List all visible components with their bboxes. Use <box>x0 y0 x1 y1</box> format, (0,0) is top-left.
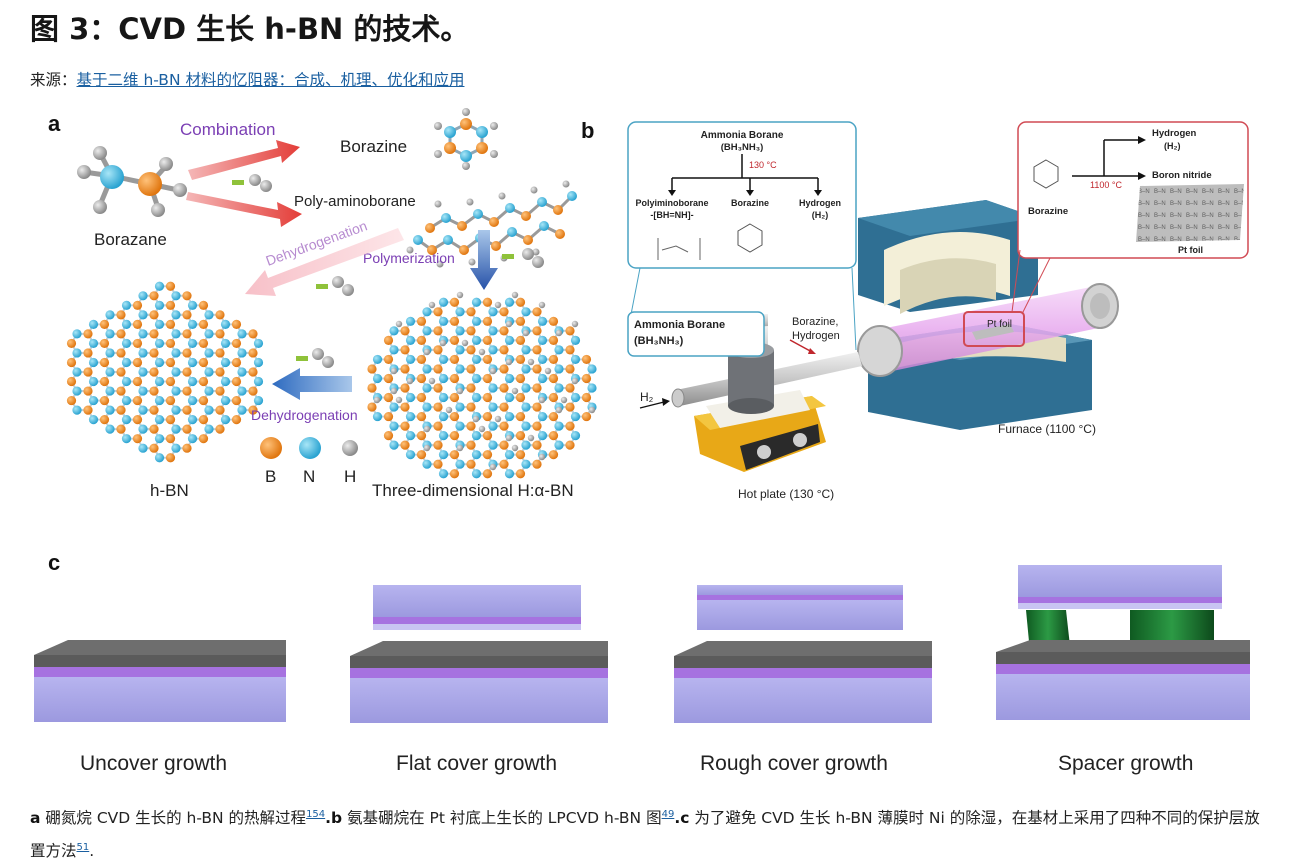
caption-end: . <box>89 842 95 861</box>
figure-caption: a 硼氮烷 CVD 生长的 h-BN 的热解过程154.b 氨基硼烷在 Pt 衬… <box>30 800 1275 866</box>
caption-flat-cover: Flat cover growth <box>396 752 557 775</box>
ab-box-formula: (BH₃NH₃) <box>634 335 684 347</box>
temp-1100: 1100 °C <box>1090 180 1122 190</box>
dehydrogenation-arrow-top <box>245 228 404 296</box>
borazane-label: Borazane <box>94 230 167 249</box>
combination-label: Combination <box>180 120 275 139</box>
caption-rough-cover: Rough cover growth <box>700 752 888 775</box>
borazine-product: Borazine <box>731 198 769 208</box>
borazine-label: Borazine <box>340 137 407 156</box>
legend-n: N <box>303 467 315 486</box>
right-h2: (H₂) <box>1164 141 1181 151</box>
right-hydrogen: Hydrogen <box>1152 128 1197 139</box>
ref-49[interactable]: 49 <box>661 809 675 820</box>
caption-uncover: Uncover growth <box>80 752 227 775</box>
three-dimensional-bn-lattice <box>367 291 597 479</box>
borazine-molecule <box>434 108 498 170</box>
borazine-flow-label: Borazine, <box>792 316 838 328</box>
ref-154[interactable]: 154 <box>306 809 326 820</box>
caption-a-label: a <box>30 809 41 828</box>
ref-51[interactable]: 51 <box>76 842 90 854</box>
hbn-label: h-BN <box>150 481 189 500</box>
panel-b-label: b <box>581 118 594 143</box>
source-link[interactable]: 基于二维 h-BN 材料的忆阻器：合成、机理、优化和应用 <box>76 71 465 89</box>
borazane-molecule <box>77 146 187 217</box>
nitrogen-legend-icon <box>299 437 321 459</box>
legend-b: B <box>265 467 276 486</box>
right-borazine: Borazine <box>1028 206 1068 217</box>
panel-c-label: c <box>48 550 60 575</box>
pt-foil-scheme-box: Borazine 1100 °C Hydrogen (H₂) Boron nit… <box>1017 121 1249 259</box>
panel-b: b Pt foil <box>581 118 1249 501</box>
ab-title: Ammonia Borane <box>701 130 784 141</box>
ab-box-title: Ammonia Borane <box>634 319 725 331</box>
caption-b-text: 氨基硼烷在 Pt 衬底上生长的 LPCVD h-BN 图 <box>342 809 662 828</box>
furnace-label: Furnace (1100 °C) <box>998 422 1096 436</box>
minus-h2-sign <box>232 180 244 185</box>
figure-3: B–N a Borazane Combination <box>34 108 1250 775</box>
polymerization-label: Polymerization <box>363 250 455 266</box>
polymerization-arrow <box>470 230 498 290</box>
hydrogen-flow-label: Hydrogen <box>792 330 840 342</box>
rough-cover-growth-diagram <box>674 585 932 723</box>
hbn-lattice <box>66 281 264 463</box>
uncover-growth-diagram <box>34 640 286 722</box>
hydrogen-legend-icon <box>342 440 358 456</box>
legend-h: H <box>344 467 356 486</box>
polyimino-formula: -[BH=NH]- <box>650 210 693 220</box>
hydrogen-product: Hydrogen <box>799 198 841 208</box>
polyimino-label: Polyiminoborane <box>635 198 708 208</box>
polyaminoborane-label: Poly-aminoborane <box>294 193 416 210</box>
reaction-scheme-box: Ammonia Borane (BH₃NH₃) 130 °C Polyimino… <box>627 121 857 269</box>
source-line: 来源：基于二维 h-BN 材料的忆阻器：合成、机理、优化和应用 <box>30 68 464 90</box>
caption-c-text: 为了避免 CVD 生长 h-BN 薄膜时 Ni 的除湿，在基材上采用了四种不同的… <box>30 809 1260 861</box>
temp-130: 130 °C <box>749 160 777 170</box>
panel-c: c Uncover growth Flat cover growth <box>34 550 1250 775</box>
page-title: 图 3：CVD 生长 h-BN 的技术。 <box>30 12 470 46</box>
three-dimensional-label: Three-dimensional H:α-BN <box>372 481 574 500</box>
pt-foil-label: Pt foil <box>1178 245 1203 255</box>
source-prefix: 来源： <box>30 71 77 89</box>
boron-nitride-label: Boron nitride <box>1152 170 1212 181</box>
quartz-tube: Pt foil <box>857 283 1119 377</box>
hydrogen-formula: (H₂) <box>812 210 829 220</box>
combination-arrows <box>186 140 302 227</box>
tube-pt-foil-label: Pt foil <box>987 319 1012 330</box>
ab-formula: (BH₃NH₃) <box>721 142 764 153</box>
flat-cover-growth-diagram <box>350 585 608 723</box>
caption-spacer: Spacer growth <box>1058 752 1193 775</box>
ammonia-borane-box: Ammonia Borane (BH₃NH₃) <box>627 311 765 357</box>
dehydrogenation-arrow-bottom <box>272 368 352 400</box>
boron-legend-icon <box>260 437 282 459</box>
h2-inlet-label: H₂ <box>640 390 654 404</box>
caption-b-label: .b <box>325 809 343 828</box>
atom-legend: B N H <box>260 437 358 486</box>
caption-c-label: .c <box>674 809 690 828</box>
panel-a: a Borazane Combination Bor <box>48 108 597 500</box>
spacer-growth-diagram <box>996 565 1250 720</box>
dehydrogenation-label-bottom: Dehydrogenation <box>251 407 358 423</box>
caption-a-text: 硼氮烷 CVD 生长的 h-BN 的热解过程 <box>40 809 307 828</box>
panel-a-label: a <box>48 111 61 136</box>
hot-plate-label: Hot plate (130 °C) <box>738 487 834 501</box>
